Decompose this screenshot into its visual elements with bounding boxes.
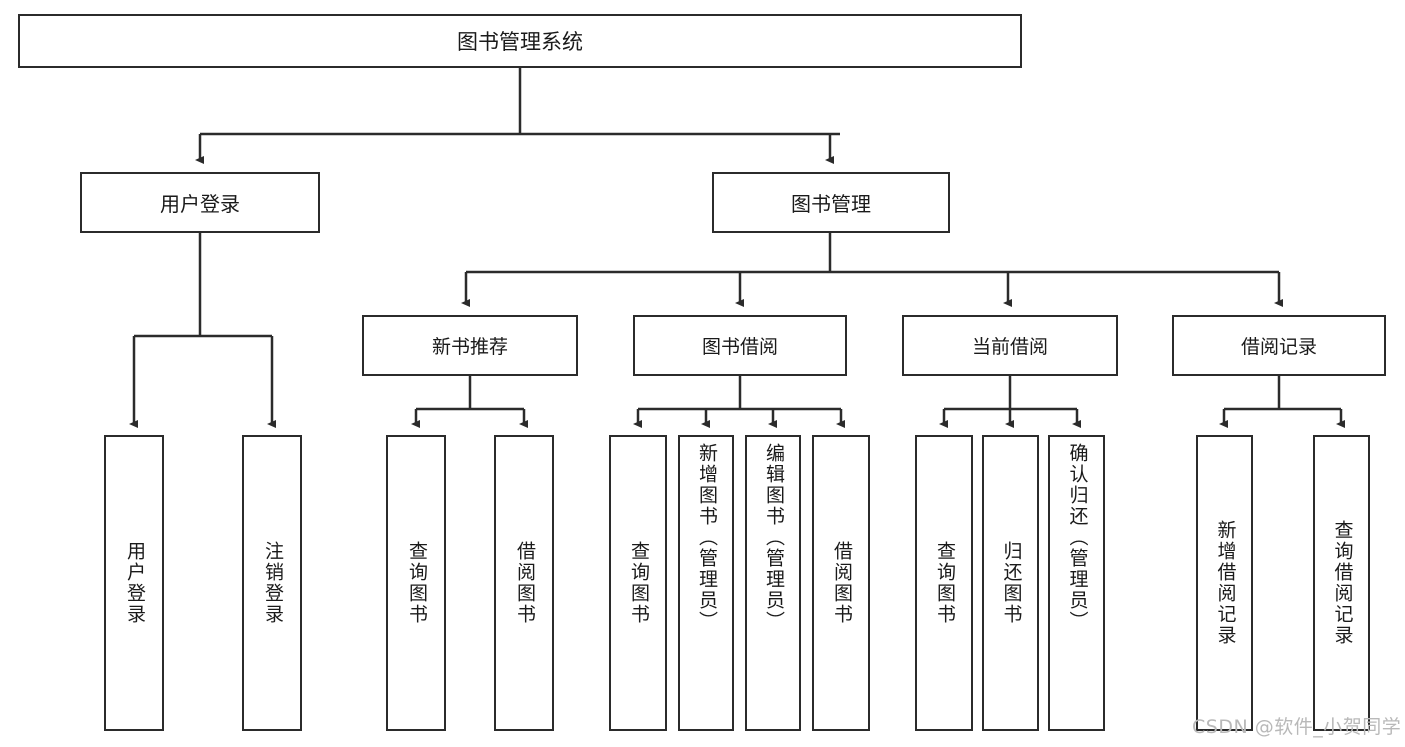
node-label: 用户登录 — [123, 541, 146, 625]
leaf-logout[interactable]: 注销登录 — [242, 435, 302, 731]
node-label: 图书管理 — [791, 192, 871, 216]
node-label: 新增借阅记录 — [1214, 520, 1237, 646]
node-label: 查询借阅记录 — [1331, 520, 1354, 646]
node-label: 新增图书（管理员） — [695, 443, 718, 632]
node-label: 编辑图书（管理员） — [762, 443, 785, 632]
leaf-return-book[interactable]: 归还图书 — [982, 435, 1039, 731]
node-label: 借阅图书 — [830, 541, 853, 625]
csdn-watermark: CSDN @软件_小贺同学 — [1192, 716, 1402, 738]
node-label: 当前借阅 — [971, 336, 1048, 358]
leaf-add-borrow-record[interactable]: 新增借阅记录 — [1196, 435, 1253, 731]
leaf-query-book-recommend[interactable]: 查询图书 — [386, 435, 446, 731]
node-label: 查询图书 — [405, 541, 428, 625]
node-new-book-recommend[interactable]: 新书推荐 — [362, 315, 578, 376]
node-label: 确认归还（管理员） — [1066, 443, 1089, 632]
node-label: 图书借阅 — [701, 336, 778, 358]
node-label: 注销登录 — [261, 541, 284, 625]
node-label: 新书推荐 — [431, 336, 508, 358]
leaf-add-book-admin[interactable]: 新增图书（管理员） — [678, 435, 734, 731]
node-label: 查询图书 — [627, 541, 650, 625]
leaf-borrow-book[interactable]: 借阅图书 — [812, 435, 870, 731]
node-label: 借阅图书 — [513, 541, 536, 625]
leaf-user-login[interactable]: 用户登录 — [104, 435, 164, 731]
leaf-confirm-return-admin[interactable]: 确认归还（管理员） — [1048, 435, 1105, 731]
node-book-borrow[interactable]: 图书借阅 — [633, 315, 847, 376]
node-label: 归还图书 — [1000, 541, 1023, 625]
leaf-query-book-current[interactable]: 查询图书 — [915, 435, 973, 731]
node-book-management[interactable]: 图书管理 — [712, 172, 950, 233]
leaf-edit-book-admin[interactable]: 编辑图书（管理员） — [745, 435, 801, 731]
node-label: 用户登录 — [160, 192, 240, 216]
leaf-borrow-book-recommend[interactable]: 借阅图书 — [494, 435, 554, 731]
node-user-login[interactable]: 用户登录 — [80, 172, 320, 233]
node-current-borrow[interactable]: 当前借阅 — [902, 315, 1118, 376]
node-label: 借阅记录 — [1240, 336, 1317, 358]
leaf-query-borrow-record[interactable]: 查询借阅记录 — [1313, 435, 1370, 731]
leaf-query-book-borrow[interactable]: 查询图书 — [609, 435, 667, 731]
node-borrow-record[interactable]: 借阅记录 — [1172, 315, 1386, 376]
node-label: 查询图书 — [933, 541, 956, 625]
node-label: 图书管理系统 — [457, 30, 583, 54]
node-root-library-system[interactable]: 图书管理系统 — [18, 14, 1022, 68]
